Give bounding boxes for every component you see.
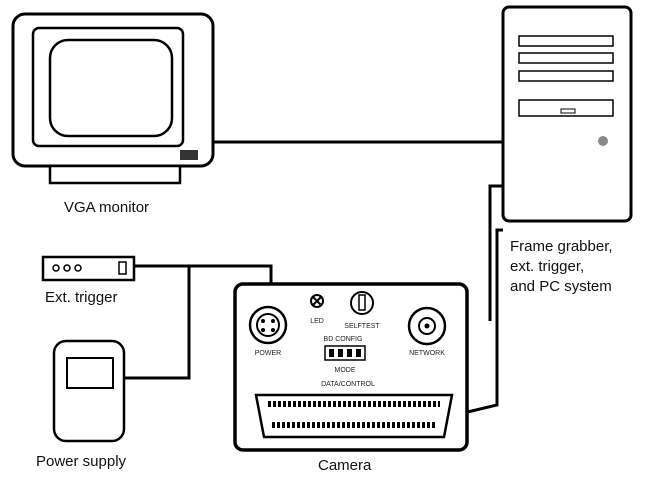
- trigger-led-3: [74, 264, 82, 272]
- drive-bay-1: [518, 35, 614, 47]
- power-supply-label: Power supply: [36, 453, 127, 470]
- cable-pc-to-trigger: [488, 184, 503, 321]
- trigger-label: Ext. trigger: [45, 289, 118, 306]
- trigger-led-2: [63, 264, 71, 272]
- camera-label: Camera: [318, 457, 372, 474]
- power-supply-body: [52, 339, 126, 443]
- led-label: LED: [310, 318, 324, 325]
- dip-switch-2: [338, 349, 343, 357]
- monitor-label: VGA monitor: [64, 199, 150, 216]
- network-connector-pin: [424, 323, 430, 329]
- power-connector-label: POWER: [255, 350, 281, 357]
- dip-switch-3: [347, 349, 352, 357]
- monitor-screen: [48, 38, 174, 138]
- floppy-drive: [518, 99, 614, 117]
- camera-device: POWER LED SELFTEST BD CONFIG MODE NETWOR…: [233, 282, 469, 452]
- vga-monitor: [11, 12, 215, 185]
- dip-switch-1: [329, 349, 334, 357]
- selftest-lever: [358, 294, 366, 311]
- trigger-led-1: [52, 264, 60, 272]
- network-connector-label: NETWORK: [409, 350, 445, 357]
- pc-tower: [501, 5, 633, 223]
- power-supply-device: [52, 339, 126, 443]
- pc-label-line-3: and PC system: [510, 278, 612, 295]
- selftest-label: SELFTEST: [344, 323, 380, 330]
- power-connector-pin-2: [271, 319, 275, 323]
- led-cross-2: [312, 296, 322, 306]
- trigger-box: [41, 255, 136, 282]
- power-connector-pin-1: [261, 319, 265, 323]
- drive-bay-3: [518, 70, 614, 82]
- power-supply-display: [66, 357, 114, 389]
- cable-pc-to-camera: [454, 228, 503, 417]
- ext-trigger-device: [41, 255, 136, 282]
- mode-label: MODE: [335, 367, 356, 374]
- dip-switch-block: [324, 345, 366, 361]
- trigger-switch: [118, 261, 127, 275]
- power-connector-pin-3: [261, 328, 265, 332]
- dip-switch-4: [356, 349, 361, 357]
- pc-power-button: [598, 136, 608, 146]
- power-connector-inner: [256, 313, 280, 337]
- monitor-power-indicator: [180, 150, 198, 160]
- floppy-slot: [560, 108, 576, 114]
- pc-label-line-1: Frame grabber,: [510, 238, 613, 255]
- cable-power-to-trigger: [124, 266, 191, 380]
- dip-config-label: BD CONFIG: [324, 336, 363, 343]
- drive-bay-2: [518, 52, 614, 64]
- monitor-stand: [48, 164, 182, 185]
- data-connector-label: DATA/CONTROL: [321, 381, 375, 388]
- pc-label-line-2: ext. trigger,: [510, 258, 585, 275]
- power-connector-pin-4: [271, 328, 275, 332]
